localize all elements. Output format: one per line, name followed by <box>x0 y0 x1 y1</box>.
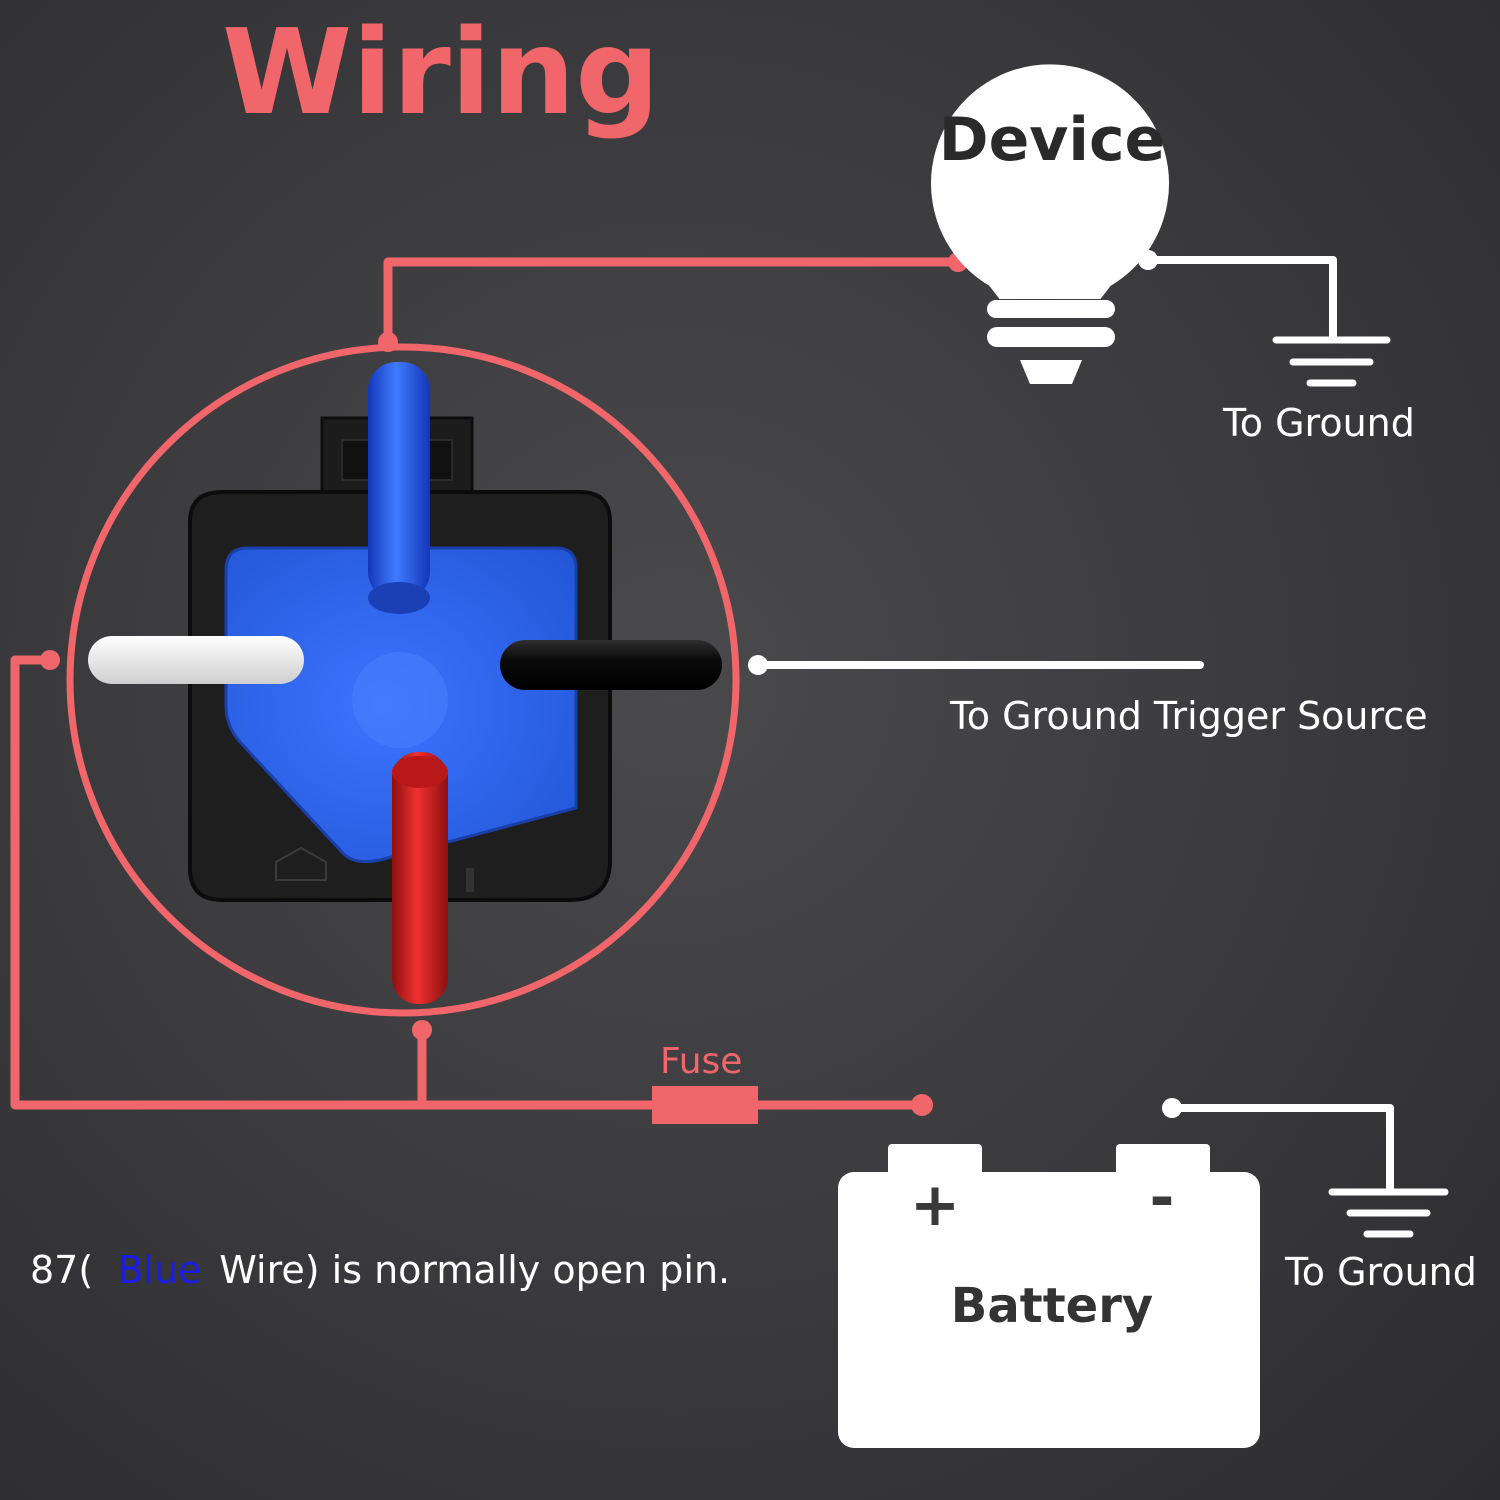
pin-note-suffix: Wire) is normally open pin. <box>219 1248 730 1292</box>
device-bulb: Device <box>931 64 1169 384</box>
blue-wire <box>368 362 430 600</box>
battery-ground-symbol <box>1328 1188 1449 1238</box>
junction-dot <box>378 332 398 352</box>
pin-note-prefix: 87( <box>30 1248 93 1292</box>
battery-ground-label: To Ground <box>1284 1250 1477 1294</box>
trigger-label: To Ground Trigger Source <box>949 694 1428 738</box>
battery-terminal-negative <box>1116 1144 1210 1180</box>
ground-dot <box>1162 1098 1182 1118</box>
blue-wire-end <box>368 582 430 614</box>
bulb-base-ring-2 <box>987 327 1115 347</box>
relay-module <box>88 362 722 1004</box>
pin-note: 87( Blue Wire) is normally open pin. <box>30 1248 730 1292</box>
battery-terminal-positive <box>888 1144 982 1180</box>
battery-minus-sign: - <box>1150 1163 1175 1233</box>
device-ground-label: To Ground <box>1222 401 1415 445</box>
battery-plus-sign: + <box>910 1170 960 1240</box>
device-ground-wire <box>1144 256 1337 341</box>
left-return-wire <box>10 655 927 1110</box>
black-wire <box>500 640 722 690</box>
device-ground-symbol <box>1272 336 1391 387</box>
relay-small-mark <box>466 868 474 892</box>
junction-dot <box>40 650 60 670</box>
power-wires <box>10 257 963 1110</box>
relay-blue-face <box>224 546 578 864</box>
ground-dot <box>1138 250 1158 270</box>
red-wire-end <box>392 756 448 788</box>
battery-label: Battery <box>951 1278 1153 1334</box>
bulb-tip <box>1020 360 1082 384</box>
battery: + - Battery <box>838 1144 1260 1448</box>
battery-body <box>838 1172 1260 1448</box>
bulb-base-ring-1 <box>987 300 1115 318</box>
white-wire <box>88 636 304 684</box>
ground-dots <box>748 250 1182 1118</box>
relay-outline-circle <box>66 343 740 1017</box>
title: Wiring <box>222 3 660 141</box>
relay-pbo-mark <box>275 846 327 881</box>
fuse-label: Fuse <box>660 1041 742 1082</box>
ground-wires <box>754 256 1394 1194</box>
relay-ghost-center <box>352 652 448 748</box>
junction-dot <box>412 1020 432 1040</box>
device-label: Device <box>939 105 1165 175</box>
junction-dots <box>40 252 968 1116</box>
battery-ground-wire <box>1168 1104 1394 1194</box>
red-wire <box>392 752 448 1004</box>
ground-dot <box>748 655 768 675</box>
pin-note-highlight: Blue <box>117 1248 201 1292</box>
bulb-glass <box>931 64 1169 299</box>
device-feed-wire <box>383 257 963 347</box>
junction-dot <box>911 1094 933 1116</box>
fuse-symbol <box>652 1086 758 1124</box>
